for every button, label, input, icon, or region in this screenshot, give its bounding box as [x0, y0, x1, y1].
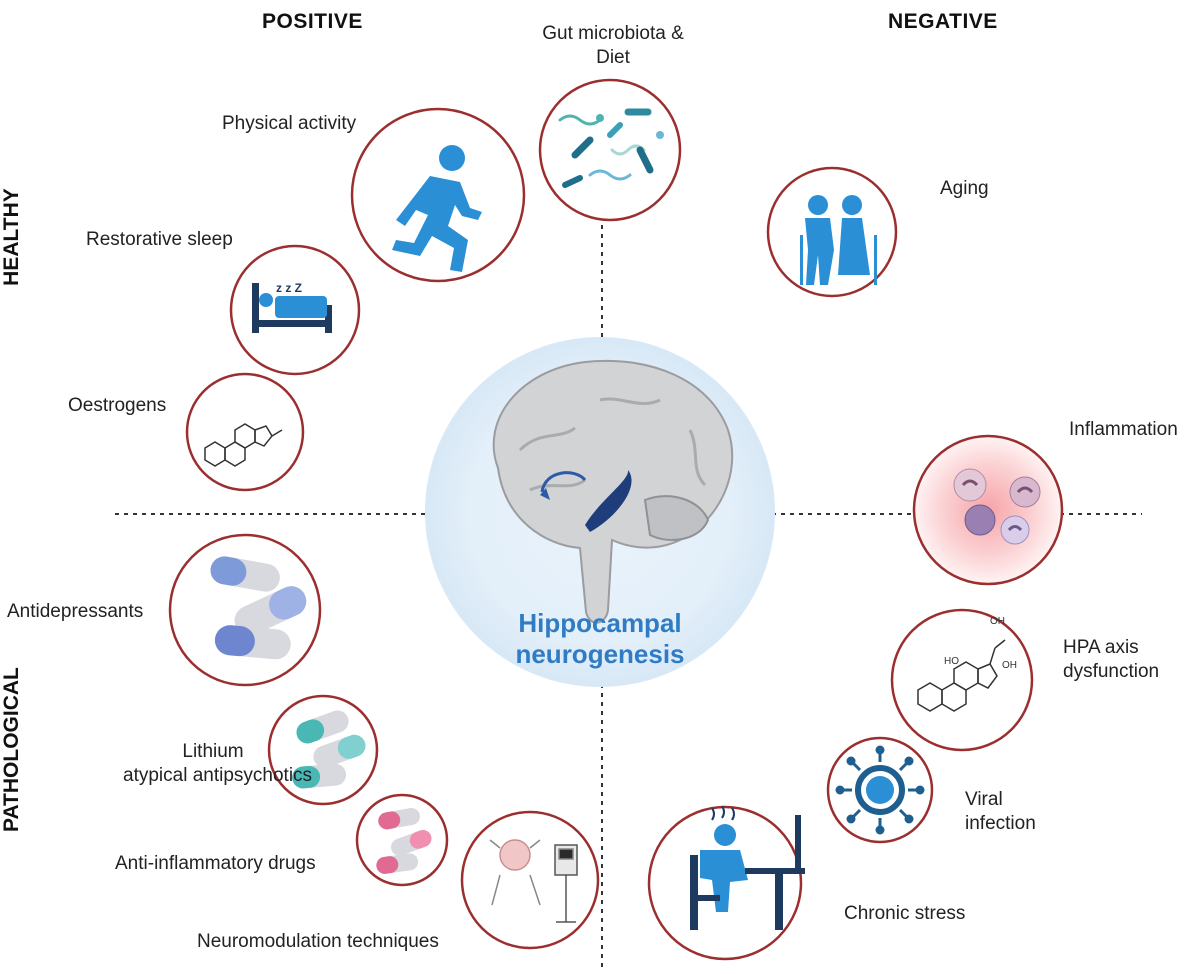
chronic-stress-label: Chronic stress	[844, 903, 966, 924]
lithium-label: Lithium atypical antipsychotics	[123, 740, 313, 788]
healthy-row-label: HEALTHY	[0, 188, 23, 286]
lithium-capsules-icon	[292, 710, 366, 789]
center-title-line2: neurogenesis	[515, 639, 685, 669]
hpa-circle	[890, 608, 1034, 752]
immune-cells-icon	[953, 468, 1041, 545]
viral-label: Viral infection	[965, 788, 1036, 836]
center-title-line1: Hippocampal	[518, 608, 682, 638]
steroid-molecule-icon	[204, 423, 283, 467]
positive-header: POSITIVE	[262, 10, 363, 33]
running-person-icon	[392, 145, 482, 272]
aging-label: Aging	[940, 178, 989, 199]
antidepressants-label: Antidepressants	[7, 601, 144, 622]
lithium-label-line2: atypical antipsychotics	[123, 765, 313, 786]
svg-text:OH: OH	[990, 616, 1005, 627]
lithium-label-line1: Lithium	[182, 741, 244, 762]
viral-label-line2: infection	[965, 813, 1036, 834]
anti-inflammatory-label: Anti-inflammatory drugs	[115, 853, 316, 874]
viral-label-line1: Viral	[965, 789, 1003, 810]
neuromodulation-circle	[460, 810, 600, 950]
gut-circle	[538, 78, 682, 222]
anti-inflammatory-capsules-icon	[376, 807, 432, 874]
cortisol-molecule-icon: HO OH OH	[917, 616, 1017, 712]
elderly-couple-icon	[800, 195, 877, 285]
neuromodulation-device-icon	[489, 839, 578, 923]
gut-label: Gut microbiota & Diet	[523, 22, 703, 70]
brain-icon	[492, 359, 734, 624]
restorative-sleep-label: Restorative sleep	[86, 229, 233, 250]
bacteria-icon	[558, 108, 664, 188]
hpa-label: HPA axis dysfunction	[1063, 636, 1159, 684]
svg-text:HO: HO	[944, 656, 959, 667]
inflammation-label: Inflammation	[1069, 419, 1178, 440]
physical-activity-label: Physical activity	[222, 113, 357, 134]
oestrogens-label: Oestrogens	[68, 395, 167, 416]
oestrogens-circle	[185, 372, 305, 492]
svg-text:OH: OH	[1002, 660, 1017, 671]
antidepressant-capsules-icon	[210, 556, 307, 660]
negative-header: NEGATIVE	[888, 10, 998, 33]
stressed-person-icon	[690, 805, 805, 930]
pathological-row-label: PATHOLOGICAL	[0, 667, 23, 832]
virus-icon	[835, 745, 925, 835]
bed-sleep-icon: z z Z	[252, 281, 332, 333]
gut-label-line1: Gut microbiota &	[542, 23, 684, 44]
hpa-label-line2: dysfunction	[1063, 661, 1160, 682]
neuromodulation-label: Neuromodulation techniques	[197, 931, 439, 952]
svg-text:z z Z: z z Z	[276, 281, 302, 295]
gut-label-line2: Diet	[596, 47, 630, 68]
hpa-label-line1: HPA axis	[1063, 637, 1139, 658]
center-title: Hippocampal neurogenesis	[480, 608, 720, 670]
